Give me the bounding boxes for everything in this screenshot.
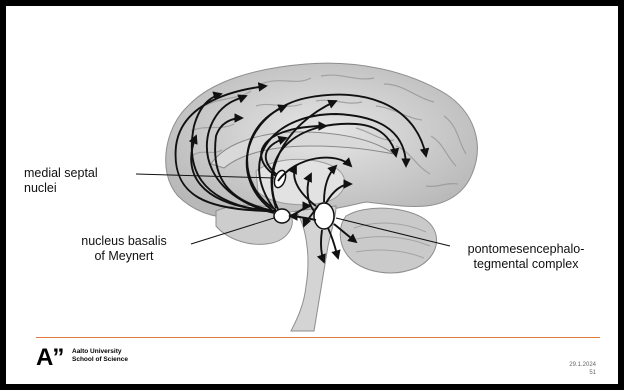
slide-date: 29.1.2024 (569, 361, 596, 369)
slide: medial septal nuclei nucleus basalis of … (6, 6, 618, 384)
school-label: School of Science (72, 356, 128, 364)
footer-divider (36, 337, 600, 338)
label-nucleus-basalis: nucleus basalis of Meynert (54, 234, 194, 264)
nucleus-basalis-node (274, 209, 290, 223)
university-label: Aalto University (72, 348, 128, 356)
label-ppt-complex: pontomesencephalo- tegmental complex (446, 242, 606, 272)
aalto-logo: A” (36, 346, 63, 370)
university-name: Aalto University School of Science (72, 348, 128, 364)
slide-date-page: 29.1.2024 51 (569, 361, 596, 377)
slide-page-number: 51 (569, 369, 596, 377)
label-medial-septal-nuclei: medial septal nuclei (24, 166, 134, 196)
